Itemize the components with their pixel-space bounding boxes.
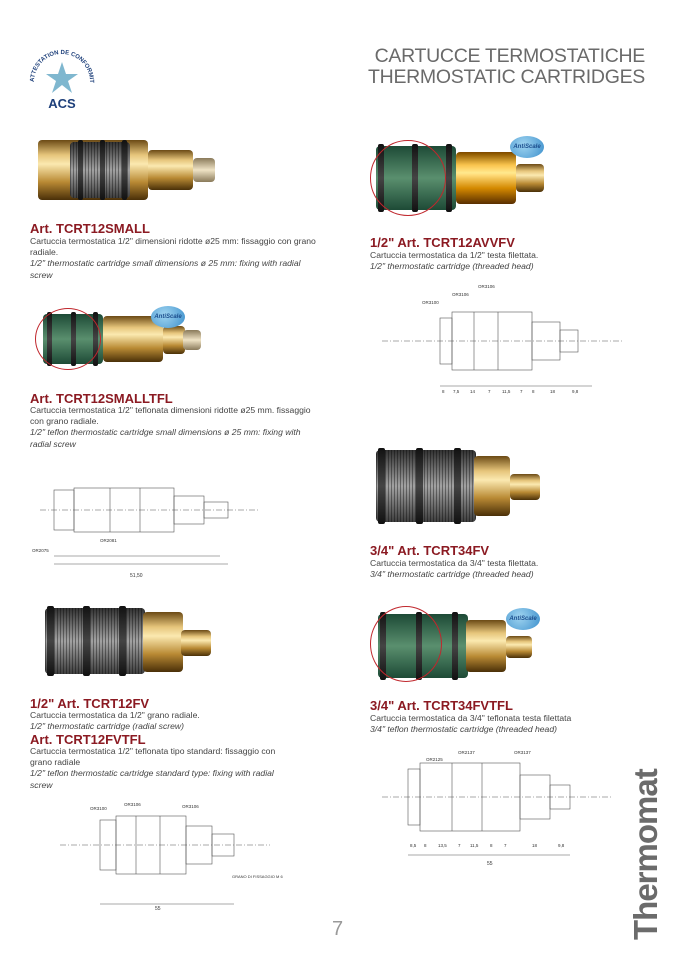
description-english: 3/4" thermostatic cartridge (threaded he… <box>370 569 534 580</box>
dimension-label: 9,8 <box>558 843 565 848</box>
dimension-label: 7 <box>504 843 507 848</box>
dimension-label: 13,5 <box>438 843 447 848</box>
product-image-tcrt12fv <box>35 600 225 682</box>
dimension-label: 9,8 <box>572 389 579 394</box>
description-english: 1/2" thermostatic cartridge (radial scre… <box>30 721 184 732</box>
dimension-label: 51,50 <box>130 573 143 579</box>
page-title-english: THERMOSTATIC CARTRIDGES <box>368 66 645 88</box>
dimension-label: 7 <box>488 389 491 394</box>
product-description: Cartuccia termostatica da 1/2" testa fil… <box>370 250 660 272</box>
teflon-highlight-circle <box>370 140 446 216</box>
product-image-tcrt12small <box>30 132 220 210</box>
description-english: 1/2" teflon thermostatic cartridge small… <box>30 427 301 449</box>
dimension-label: 11,5 <box>470 843 479 848</box>
o-ring-label: OR3100 <box>90 806 107 811</box>
o-ring-label: OR3106 <box>452 292 469 297</box>
o-ring-label: OR2075 <box>32 548 49 553</box>
o-ring-label: OR2137 <box>458 750 475 755</box>
dimension-label: 7 <box>458 843 461 848</box>
technical-drawing-tcrt12smalltfl: 51,50 OR2081 OR2075 <box>30 460 280 582</box>
dimension-label: 7 <box>520 389 523 394</box>
dimension-label: 8 <box>490 843 493 848</box>
o-ring-label: OR3106 <box>182 804 199 809</box>
dimension-label: 8 <box>532 389 535 394</box>
antiscale-badge: AntiScale <box>506 608 540 630</box>
description-italian: Cartuccia termostatica 1/2" dimensioni r… <box>30 236 316 258</box>
description-italian: Cartuccia termostatica da 1/2" grano rad… <box>30 710 200 720</box>
product-image-tcrt12smalltfl: AntiScale <box>33 302 233 378</box>
product-description: Cartuccia termostatica 1/2" teflonata ti… <box>30 746 290 791</box>
description-italian: Cartuccia termostatica da 1/2" testa fil… <box>370 250 539 260</box>
description-italian: Cartuccia termostatica da 3/4" testa fil… <box>370 558 539 568</box>
product-title: 1/2" Art. TCRT12FV <box>30 696 150 711</box>
description-english: 1/2" thermostatic cartridge small dimens… <box>30 258 301 280</box>
teflon-highlight-circle <box>35 308 101 370</box>
acs-certification-logo: ATTESTATION DE CONFORMITE SANITAIRE ACS <box>22 38 100 114</box>
dimension-label: 11,5 <box>502 389 511 394</box>
dimension-label: 8,5 <box>410 843 417 848</box>
description-english: 3/4" teflon thermostatic cartridge (thre… <box>370 724 557 735</box>
product-image-tcrt34fvtfl: AntiScale <box>370 602 550 692</box>
product-title: Art. TCRT12FVTFL <box>30 732 146 747</box>
antiscale-badge: AntiScale <box>510 136 544 158</box>
dimension-label: 8 <box>424 843 427 848</box>
o-ring-label: OR3106 <box>124 802 141 807</box>
dimension-label: 55 <box>487 861 493 867</box>
product-description: Cartuccia termostatica 1/2" dimensioni r… <box>30 236 320 281</box>
description-italian: Cartuccia termostatica 1/2" teflonata ti… <box>30 746 276 768</box>
product-title: 3/4" Art. TCRT34FV <box>370 543 490 558</box>
antiscale-badge: AntiScale <box>151 306 185 328</box>
technical-drawing-tcrt12avvfv: OR3100 OR3106 OR3106 8 7,5 14 7 11,5 7 8… <box>362 282 642 400</box>
product-title: Art. TCRT12SMALL <box>30 221 150 236</box>
technical-drawing-tcrt34fvtfl: 55 OR2125 OR2137 OR3137 8,5 8 13,5 7 11,… <box>372 745 632 870</box>
product-title: 1/2" Art. TCRT12AVVFV <box>370 235 515 250</box>
product-description: Cartuccia termostatica da 1/2" grano rad… <box>30 710 320 732</box>
o-ring-label: OR3100 <box>422 300 439 305</box>
dimension-label: 18 <box>550 389 556 394</box>
product-title: Art. TCRT12SMALLTFL <box>30 391 173 406</box>
description-english: 1/2" thermostatic cartridge (threaded he… <box>370 261 534 272</box>
description-italian: Cartuccia termostatica 1/2" teflonata di… <box>30 405 311 427</box>
acs-label: ACS <box>48 96 76 111</box>
fixing-screw-note: GRANO DI FISSAGGIO M 6 <box>232 874 283 879</box>
dimension-label: 55 <box>155 906 161 912</box>
product-title: 3/4" Art. TCRT34FVTFL <box>370 698 513 713</box>
o-ring-label: OR2125 <box>426 757 443 762</box>
product-description: Cartuccia termostatica 1/2" teflonata di… <box>30 405 320 450</box>
dimension-label: 18 <box>532 843 538 848</box>
page-number: 7 <box>332 918 344 940</box>
product-image-tcrt12avvfv: AntiScale <box>368 132 558 224</box>
page-title-italian: CARTUCCE TERMOSTATICHE <box>374 45 646 67</box>
o-ring-label: OR3137 <box>514 750 531 755</box>
teflon-highlight-circle <box>370 606 442 682</box>
product-description: Cartuccia termostatica da 3/4" teflonata… <box>370 713 660 735</box>
dimension-label: 8 <box>442 389 445 394</box>
o-ring-label: OR2081 <box>100 538 117 543</box>
dimension-label: 14 <box>470 389 476 394</box>
product-image-tcrt34fv <box>370 440 550 532</box>
thermomat-logo: Thermomat <box>627 769 664 940</box>
dimension-label: 7,5 <box>453 389 460 394</box>
description-italian: Cartuccia termostatica da 3/4" teflonata… <box>370 713 572 723</box>
technical-drawing-tcrt12fv: 55 OR3100 OR3106 OR3106 GRANO DI FISSAGG… <box>40 800 300 912</box>
o-ring-label: OR3106 <box>478 284 495 289</box>
product-description: Cartuccia termostatica da 3/4" testa fil… <box>370 558 660 580</box>
description-english: 1/2" teflon thermostatic cartridge stand… <box>30 768 274 790</box>
